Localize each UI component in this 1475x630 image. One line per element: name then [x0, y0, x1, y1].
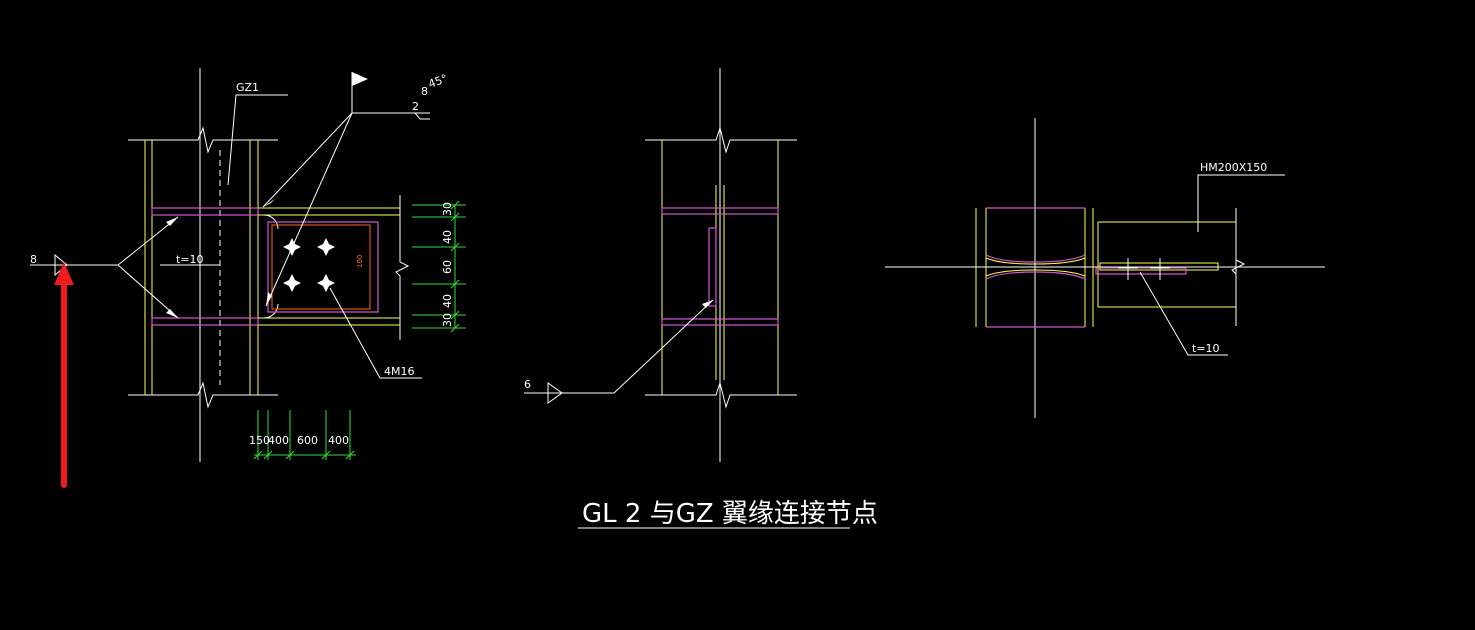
middle-break-top: [645, 126, 797, 154]
right-detail: HM200X150 t=10: [885, 118, 1325, 418]
plate-thickness-left-label: t=10: [176, 253, 204, 266]
beam-section-leader: [1197, 174, 1285, 232]
red-annotation-arrow: [54, 262, 74, 488]
hdim-2: 400: [268, 434, 289, 447]
column-break-bottom: [128, 381, 278, 409]
weld-left-label: 8: [30, 253, 37, 266]
hdim-4: 400: [328, 434, 349, 447]
weld-gap-label: 2: [412, 100, 419, 113]
bolt-4: [317, 274, 335, 292]
middle-break-bottom: [645, 381, 797, 409]
vertical-dimension-chain: 30 40 60 40 30: [412, 200, 466, 333]
drawing-title: GL 2 与GZ 翼缘连接节点: [582, 499, 878, 529]
hdim-3: 600: [297, 434, 318, 447]
bolt-2: [317, 238, 335, 256]
splice-plate: [267, 221, 379, 313]
weld-size-top-label: 8: [421, 85, 428, 98]
column-break-top: [128, 126, 278, 154]
plate-thickness-right-label: t=10: [1192, 342, 1220, 355]
gz1-leader: [227, 94, 288, 186]
weld-flag-icon: [352, 72, 368, 86]
stiffener-bottom: [151, 317, 259, 326]
horizontal-dimension-chain: 150 400 600 400: [249, 410, 356, 460]
beam-section-label: HM200X150: [1200, 161, 1267, 174]
bolts-leader: [329, 287, 422, 379]
vdim-5: 30: [441, 313, 454, 327]
inner-dim-label: 100: [356, 255, 364, 268]
beam-break: [395, 195, 410, 340]
hdim-1: 150: [249, 434, 270, 447]
vdim-1: 30: [441, 202, 454, 216]
left-detail: 100 GZ1 2 8 45° 4M16 8 t=10: [30, 68, 466, 462]
bolt-group: [283, 238, 335, 292]
stiffener-top: [151, 207, 259, 216]
vdim-4: 40: [441, 294, 454, 308]
middle-detail: 6: [524, 68, 797, 462]
plate-thickness-right-leader: [1139, 271, 1228, 356]
weld-angle-label: 45°: [427, 72, 450, 91]
column-mark-label: GZ1: [236, 81, 259, 94]
bolt-3: [283, 274, 301, 292]
bolts-label: 4M16: [384, 365, 415, 378]
vdim-2: 40: [441, 230, 454, 244]
vdim-3: 60: [441, 260, 454, 274]
weld-middle-label: 6: [524, 378, 531, 391]
